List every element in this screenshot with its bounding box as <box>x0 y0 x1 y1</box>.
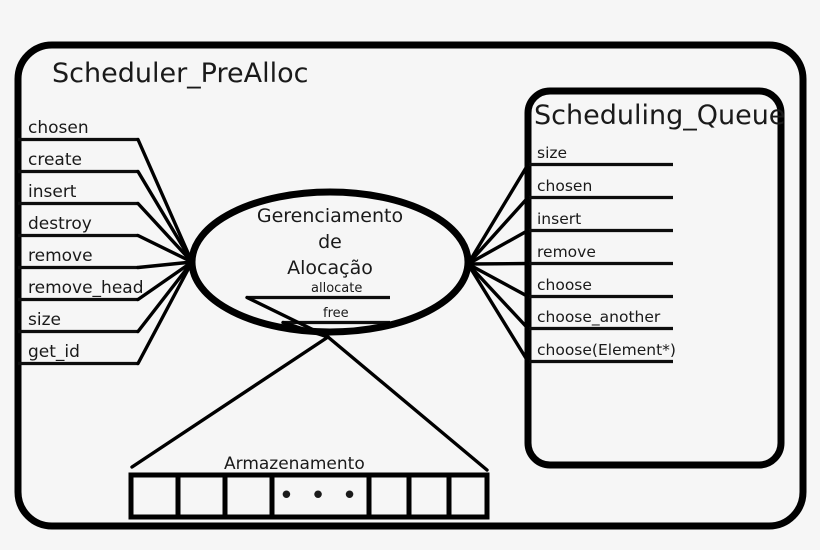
allocation-management-line3: Alocação <box>287 257 373 279</box>
interface-label-remove-head[interactable]: remove_head <box>28 278 144 298</box>
storage-cell[interactable] <box>175 472 228 520</box>
storage-cell-ellipsis[interactable] <box>269 472 372 520</box>
interface-label-create[interactable]: create <box>28 150 82 170</box>
storage-label: Armazenamento <box>224 454 365 474</box>
storage-cell[interactable] <box>128 472 181 520</box>
allocation-management-line2: de <box>318 231 342 253</box>
scheduler-prealloc-title: Scheduler_PreAlloc <box>52 58 308 89</box>
storage-connectors <box>130 335 489 472</box>
storage-cell[interactable] <box>366 472 412 520</box>
interface-label-chosen[interactable]: chosen <box>28 118 89 138</box>
queue-interface-label-choose-element[interactable]: choose(Element*) <box>537 341 676 359</box>
storage-array[interactable]: • • • <box>128 472 490 520</box>
interface-label-free[interactable]: free <box>323 306 349 321</box>
storage-cell[interactable] <box>222 472 275 520</box>
storage-ellipsis-text: • • • <box>279 481 362 511</box>
interface-label-destroy[interactable]: destroy <box>28 214 92 234</box>
scheduling-queue-box[interactable] <box>524 87 785 469</box>
storage-cell[interactable] <box>446 472 490 520</box>
scheduler-prealloc-box[interactable] <box>14 41 807 530</box>
queue-interface-label-chosen[interactable]: chosen <box>537 177 592 195</box>
left-interface-connectors <box>136 137 194 366</box>
interface-label-allocate[interactable]: allocate <box>311 281 362 296</box>
storage-cell[interactable] <box>406 472 452 520</box>
queue-interface-label-remove[interactable]: remove <box>537 243 596 261</box>
queue-interface-connectors <box>466 162 530 364</box>
interface-label-get-id[interactable]: get_id <box>28 342 80 362</box>
interface-label-insert[interactable]: insert <box>28 182 77 202</box>
interface-label-remove[interactable]: remove <box>28 246 93 266</box>
queue-interface-label-choose[interactable]: choose <box>537 276 592 294</box>
queue-interface-label-size[interactable]: size <box>537 144 567 162</box>
interface-label-size[interactable]: size <box>28 310 61 330</box>
allocation-management-line1: Gerenciamento <box>257 205 403 227</box>
scheduling-queue-title: Scheduling_Queue <box>534 100 785 131</box>
left-interface-lines <box>18 137 138 366</box>
queue-interface-label-insert[interactable]: insert <box>537 210 581 228</box>
queue-interface-lines <box>528 162 673 364</box>
queue-interface-label-choose-another[interactable]: choose_another <box>537 308 661 327</box>
